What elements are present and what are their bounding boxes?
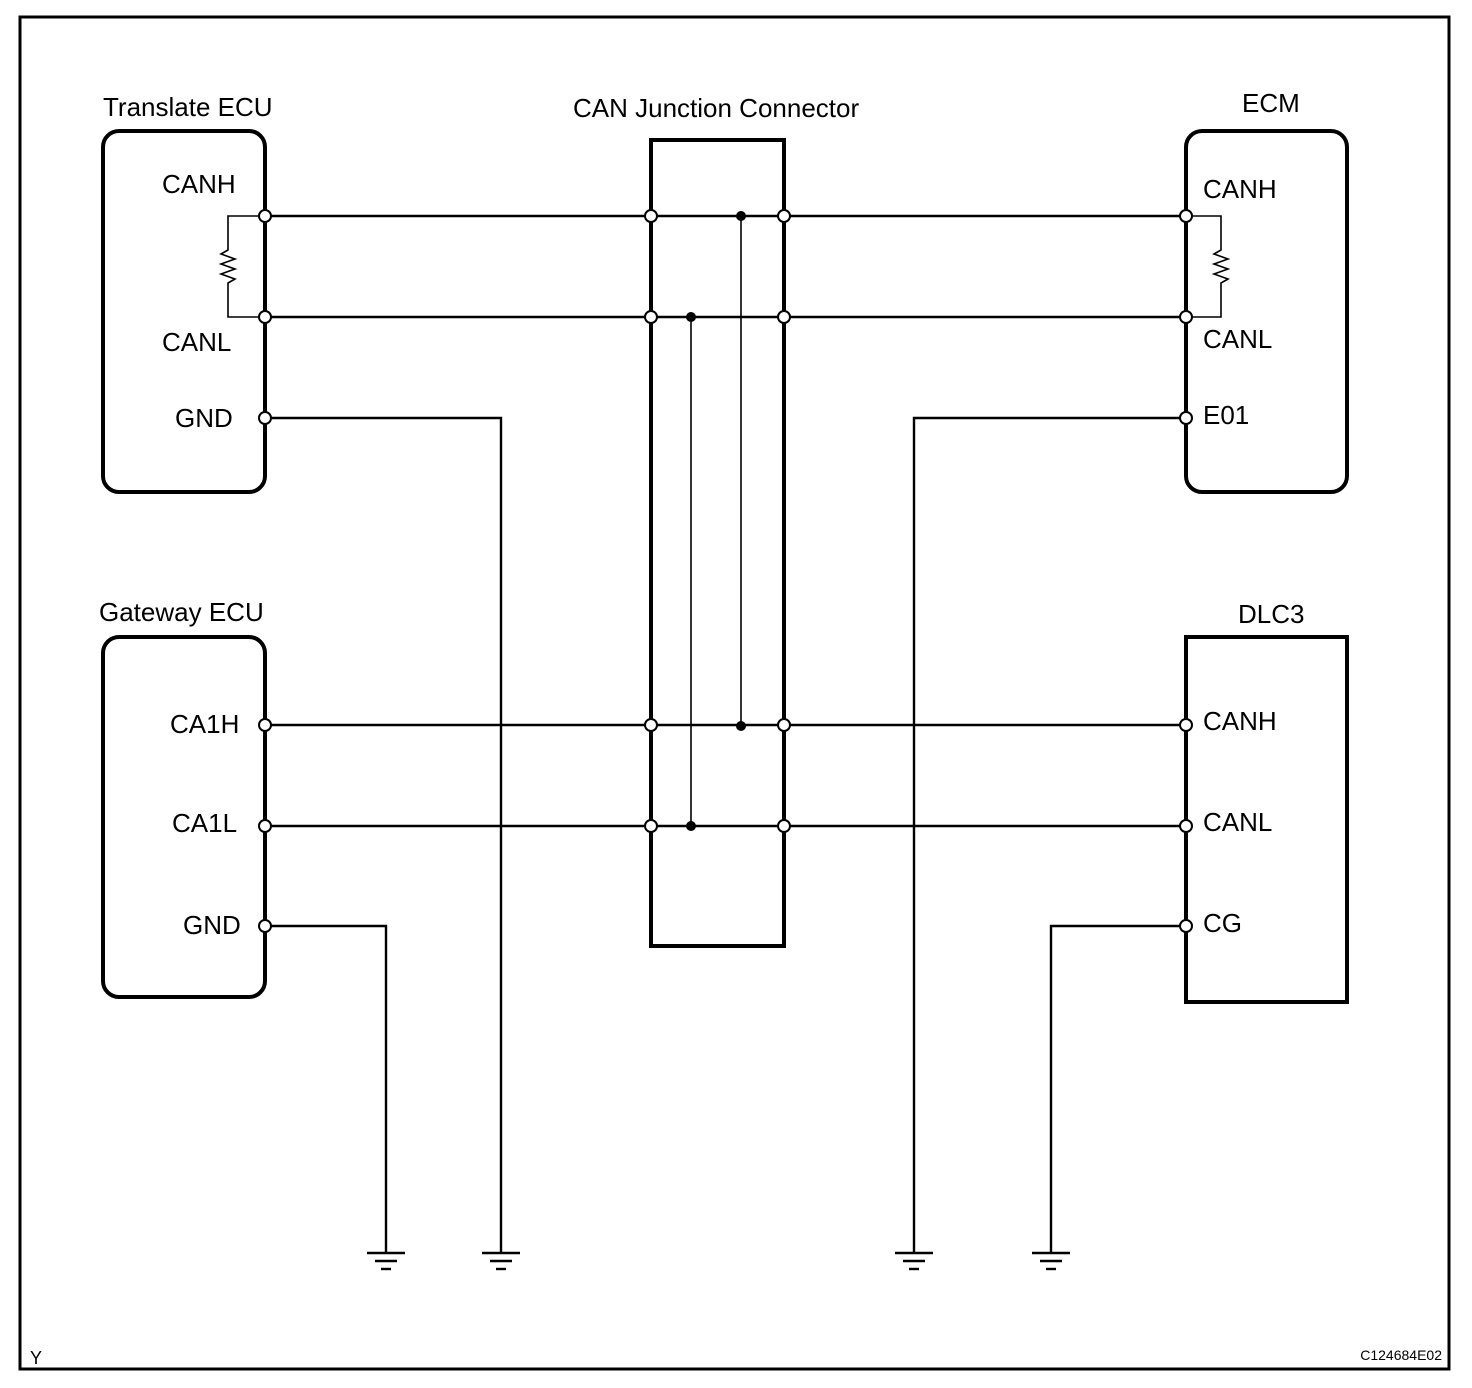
ecm-title: ECM: [1242, 88, 1300, 118]
wire-translate-gnd: [265, 416, 503, 1253]
corner-mark: Y: [30, 1348, 42, 1368]
terminal: [258, 718, 272, 732]
terminal: [1179, 209, 1193, 223]
terminal: [777, 819, 791, 833]
splice-dot: [736, 211, 746, 221]
terminal: [258, 919, 272, 933]
terminal: [644, 718, 658, 732]
splice-dot: [736, 721, 746, 731]
ecm-canh-label: CANH: [1203, 174, 1277, 204]
gateway-ca1l-label: CA1L: [172, 808, 237, 838]
dlc3-canh-label: CANH: [1203, 706, 1277, 736]
figure-code: C124684E02: [1360, 1347, 1442, 1363]
ecm-e01-label: E01: [1203, 400, 1249, 430]
dlc3-title: DLC3: [1238, 599, 1304, 629]
ground-icon: [482, 1251, 520, 1271]
translate-ecu-gnd-label: GND: [175, 403, 233, 433]
terminal: [258, 819, 272, 833]
terminal: [644, 310, 658, 324]
wire-dlc3-cg: [1049, 924, 1186, 1253]
terminal: [777, 310, 791, 324]
gateway-ecu-box: [101, 635, 267, 999]
translate-ecu-canl-label: CANL: [162, 327, 231, 357]
diagram-frame: [18, 15, 1451, 1371]
can-junction-box: [649, 138, 786, 948]
terminal: [258, 411, 272, 425]
ground-icon: [1032, 1251, 1070, 1271]
gateway-ecu-title: Gateway ECU: [99, 597, 264, 627]
dlc3-cg-label: CG: [1203, 908, 1242, 938]
ecm-resistor-icon: [1186, 215, 1231, 318]
dlc3-canl-label: CANL: [1203, 807, 1272, 837]
terminal: [777, 718, 791, 732]
terminal: [1179, 819, 1193, 833]
terminal: [258, 209, 272, 223]
splice-dot: [686, 312, 696, 322]
terminal: [1179, 411, 1193, 425]
can-junction-title: CAN Junction Connector: [573, 93, 859, 123]
gateway-ca1h-label: CA1H: [170, 709, 239, 739]
terminal: [644, 209, 658, 223]
translate-ecu-resistor-icon: [218, 215, 265, 318]
terminal: [1179, 310, 1193, 324]
terminals: [258, 209, 1193, 933]
terminal: [777, 209, 791, 223]
gateway-gnd-label: GND: [183, 910, 241, 940]
terminal: [644, 819, 658, 833]
ground-icon: [895, 1251, 933, 1271]
wire-gateway-gnd: [265, 924, 388, 1253]
terminal: [1179, 718, 1193, 732]
translate-ecu-canh-label: CANH: [162, 169, 236, 199]
ground-icon: [367, 1251, 405, 1271]
terminal: [258, 310, 272, 324]
wire-ecm-e01: [912, 416, 1186, 1253]
translate-ecu-title: Translate ECU: [103, 92, 273, 122]
splice-dot: [686, 821, 696, 831]
terminal: [1179, 919, 1193, 933]
ecm-canl-label: CANL: [1203, 324, 1272, 354]
